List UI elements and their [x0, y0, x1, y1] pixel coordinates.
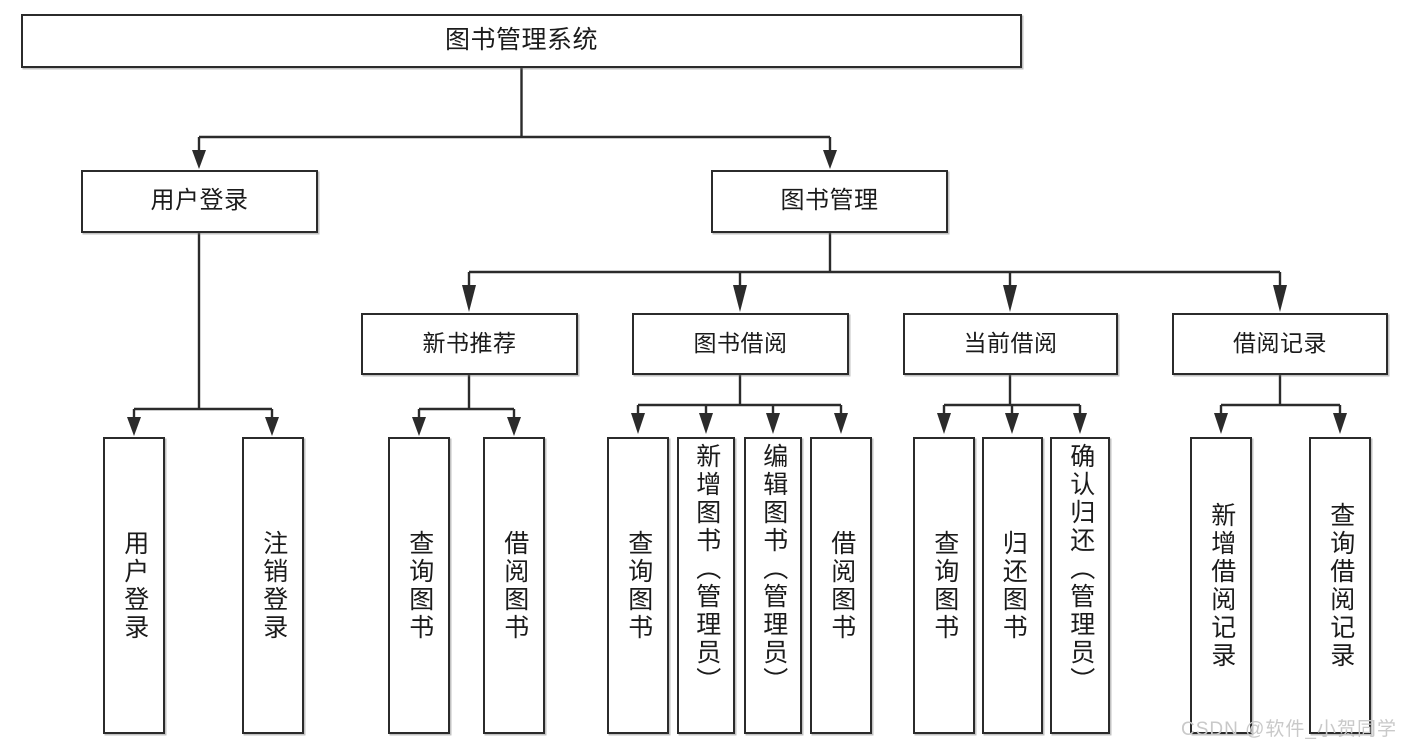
arrowhead-book-manage	[823, 150, 837, 169]
leaf-borrow-record-query[interactable]: 查询借阅记录	[1309, 437, 1371, 734]
leaf-book-borrow-query[interactable]: 查询图书	[607, 437, 669, 734]
leaf-book-borrow-borrow[interactable]: 借阅图书	[810, 437, 872, 734]
arrowhead-level3-1	[462, 285, 476, 312]
node-label: 查询图书	[405, 529, 434, 642]
node-label: 借阅图书	[500, 529, 529, 642]
arrowhead-leaf-book-borrow-2	[699, 413, 713, 434]
arrowhead-user-login	[192, 150, 206, 169]
node-new-book-recommend[interactable]: 新书推荐	[361, 313, 578, 375]
node-user-login[interactable]: 用户登录	[81, 170, 318, 233]
node-label: 确认归还（管理员）	[1066, 443, 1095, 695]
leaf-user-login-logout[interactable]: 注销登录	[242, 437, 304, 734]
arrowhead-leaf-borrow-record-1	[1214, 413, 1228, 434]
arrowhead-level3-2	[733, 285, 747, 312]
leaf-book-borrow-add[interactable]: 新增图书（管理员）	[677, 437, 735, 734]
leaf-new-book-borrow[interactable]: 借阅图书	[483, 437, 545, 734]
node-label: 查询借阅记录	[1326, 501, 1355, 670]
node-book-management[interactable]: 图书管理	[711, 170, 948, 233]
arrowhead-leaf-borrow-record-2	[1333, 413, 1347, 434]
node-label: 借阅图书	[827, 529, 856, 642]
node-label: 查询图书	[624, 529, 653, 642]
node-label: 用户登录	[120, 529, 149, 642]
node-label: 编辑图书（管理员）	[759, 443, 788, 695]
leaf-book-borrow-edit[interactable]: 编辑图书（管理员）	[744, 437, 802, 734]
node-label: 注销登录	[259, 529, 288, 642]
node-label: 图书借阅	[693, 330, 788, 357]
leaf-current-borrow-query[interactable]: 查询图书	[913, 437, 975, 734]
node-label: 新增图书（管理员）	[692, 443, 721, 695]
node-current-borrow[interactable]: 当前借阅	[903, 313, 1118, 375]
node-label: 新书推荐	[422, 330, 517, 357]
watermark: CSDN @软件_小贺同学	[1181, 719, 1397, 740]
node-label: 图书管理系统	[444, 26, 598, 55]
arrowhead-leaf-book-borrow-1	[631, 413, 645, 434]
arrowhead-level3-4	[1273, 285, 1287, 312]
arrowhead-leaf-book-borrow-3	[766, 413, 780, 434]
node-root-system[interactable]: 图书管理系统	[21, 14, 1022, 68]
arrowhead-leaf-current-borrow-3	[1073, 413, 1087, 434]
leaf-borrow-record-add[interactable]: 新增借阅记录	[1190, 437, 1252, 734]
node-label: 新增借阅记录	[1207, 501, 1236, 670]
node-borrow-record[interactable]: 借阅记录	[1172, 313, 1388, 375]
arrowhead-leaf-new-book-1	[412, 417, 426, 436]
leaf-current-borrow-confirm-return[interactable]: 确认归还（管理员）	[1050, 437, 1110, 734]
arrowhead-leaf-user-login-2	[265, 417, 279, 436]
arrowhead-leaf-current-borrow-1	[937, 413, 951, 434]
node-label: 当前借阅	[963, 330, 1058, 357]
node-label: 用户登录	[150, 187, 249, 215]
arrowhead-level3-3	[1003, 285, 1017, 312]
arrowhead-leaf-current-borrow-2	[1005, 413, 1019, 434]
node-label: 图书管理	[780, 187, 879, 215]
node-label: 查询图书	[930, 529, 959, 642]
arrowhead-leaf-book-borrow-4	[834, 413, 848, 434]
node-label: 借阅记录	[1233, 330, 1327, 357]
leaf-user-login-login[interactable]: 用户登录	[103, 437, 165, 734]
leaf-current-borrow-return[interactable]: 归还图书	[982, 437, 1043, 734]
node-book-borrow[interactable]: 图书借阅	[632, 313, 849, 375]
node-label: 归还图书	[999, 529, 1028, 642]
leaf-new-book-query[interactable]: 查询图书	[388, 437, 450, 734]
arrowhead-leaf-new-book-2	[507, 417, 521, 436]
arrowhead-leaf-user-login-1	[127, 417, 141, 436]
